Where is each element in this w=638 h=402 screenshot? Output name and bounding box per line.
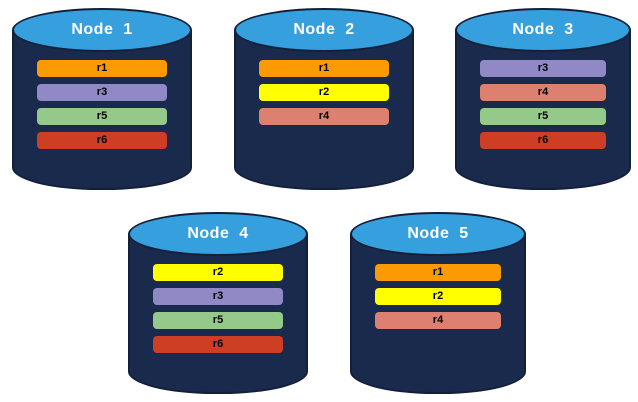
node-title: Node 2 [293, 21, 355, 38]
database-node-2[interactable]: Node 2 r1 r2 r4 [234, 8, 414, 190]
cylinder-top-ellipse [455, 8, 631, 52]
record-bar-r6[interactable]: r6 [479, 132, 607, 149]
cylinder-top-ellipse [12, 8, 192, 52]
cylinder-top-ellipse [234, 8, 414, 52]
node-title: Node 1 [71, 21, 133, 38]
record-bar-r6[interactable]: r6 [153, 336, 283, 353]
record-bar-r2[interactable]: r2 [374, 288, 502, 305]
record-bar-r4[interactable]: r4 [259, 108, 389, 125]
record-bar-r2[interactable]: r2 [153, 264, 283, 281]
database-node-3[interactable]: Node 3 r3 r4 r5 r6 [455, 8, 631, 190]
record-bar-r5[interactable]: r5 [153, 312, 283, 329]
record-list: r1 r2 r4 [350, 264, 526, 329]
cylinder-top-ellipse [128, 212, 308, 256]
database-node-1[interactable]: Node 1 r1 r3 r5 r6 [12, 8, 192, 190]
record-bar-r5[interactable]: r5 [37, 108, 167, 125]
record-list: r2 r3 r5 r6 [128, 264, 308, 353]
record-bar-r1[interactable]: r1 [259, 60, 389, 77]
record-bar-r2[interactable]: r2 [259, 84, 389, 101]
record-bar-r3[interactable]: r3 [37, 84, 167, 101]
node-title: Node 4 [187, 225, 249, 242]
record-list: r1 r3 r5 r6 [12, 60, 192, 149]
record-list: r1 r2 r4 [234, 60, 414, 125]
node-title: Node 3 [512, 21, 574, 38]
record-bar-r6[interactable]: r6 [37, 132, 167, 149]
record-bar-r1[interactable]: r1 [374, 264, 502, 281]
cylinder-top-ellipse [350, 212, 526, 256]
database-node-4[interactable]: Node 4 r2 r3 r5 r6 [128, 212, 308, 394]
record-bar-r3[interactable]: r3 [479, 60, 607, 77]
record-bar-r4[interactable]: r4 [479, 84, 607, 101]
node-title: Node 5 [407, 225, 469, 242]
record-bar-r5[interactable]: r5 [479, 108, 607, 125]
database-node-5[interactable]: Node 5 r1 r2 r4 [350, 212, 526, 394]
record-list: r3 r4 r5 r6 [455, 60, 631, 149]
record-bar-r1[interactable]: r1 [37, 60, 167, 77]
record-bar-r3[interactable]: r3 [153, 288, 283, 305]
record-bar-r4[interactable]: r4 [374, 312, 502, 329]
